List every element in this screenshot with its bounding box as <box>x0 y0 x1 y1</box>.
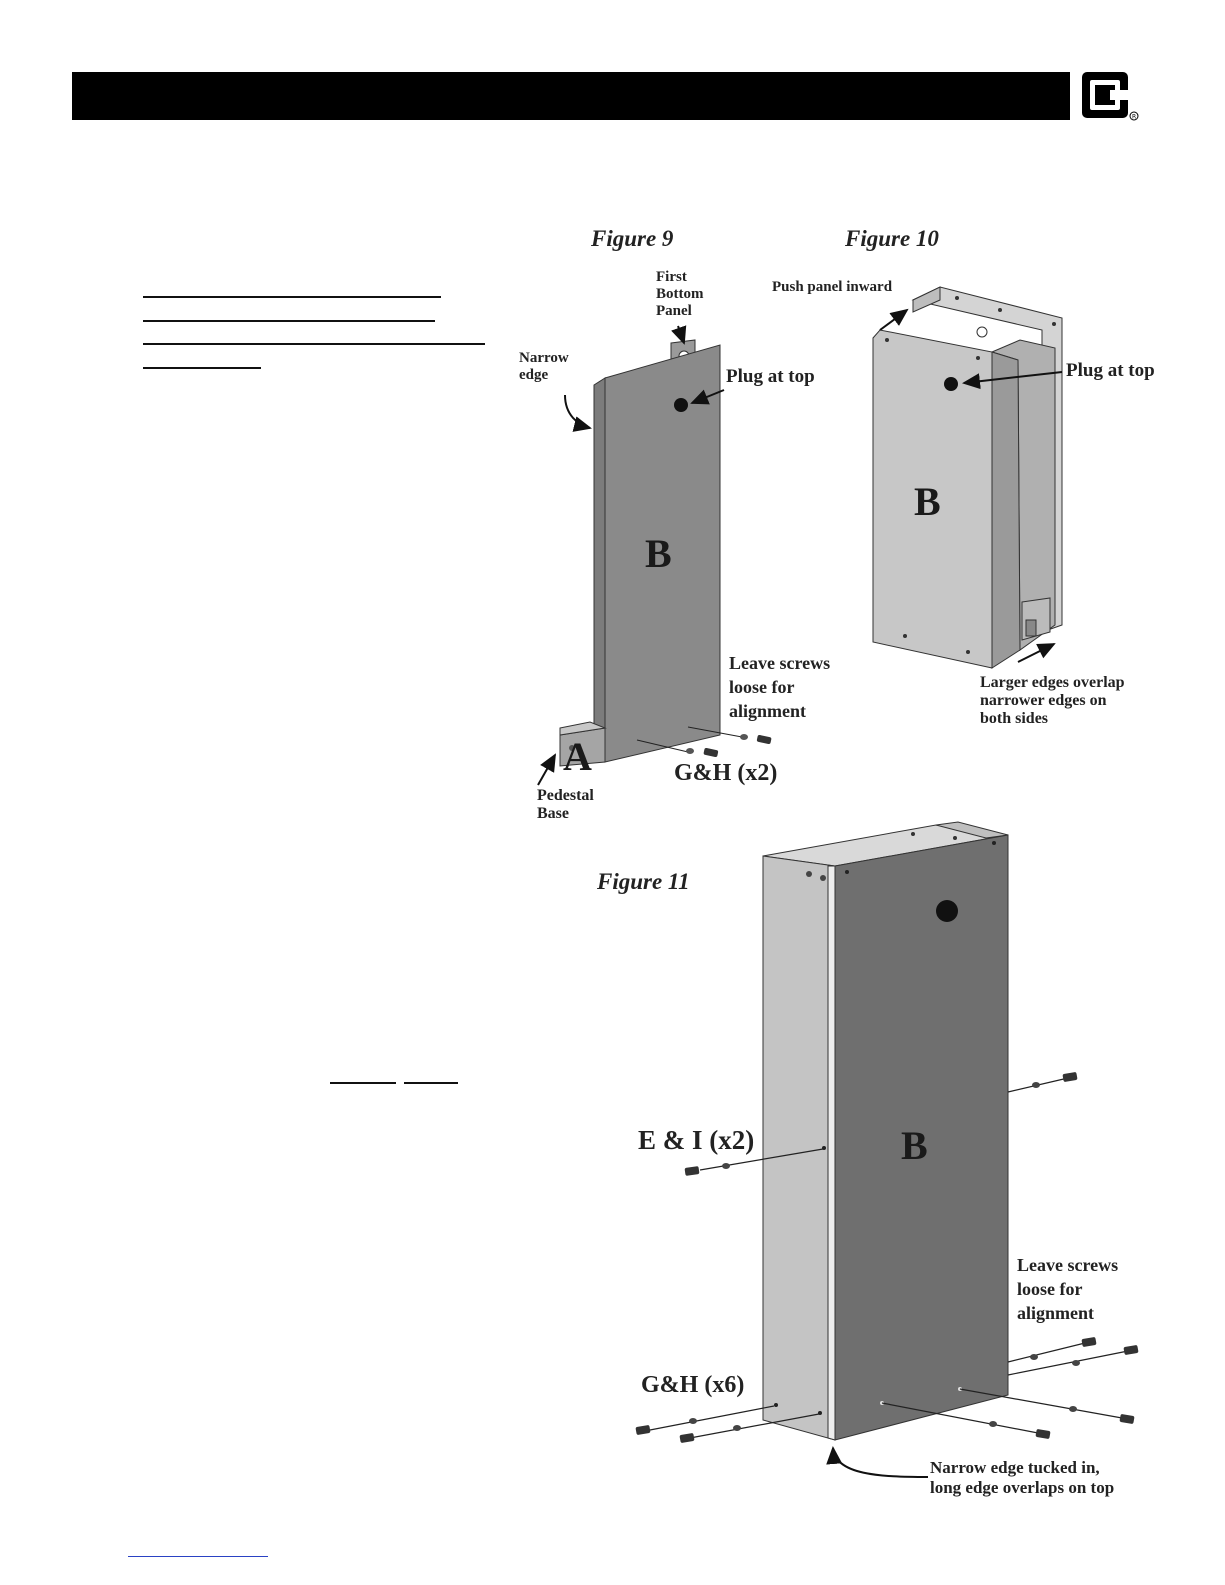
figure-11-drawing <box>635 821 1139 1478</box>
text-rule-4 <box>143 367 261 369</box>
fig11-leave-screws-label: Leave screws loose for alignment <box>1017 1255 1119 1323</box>
company-logo-icon: R <box>1082 72 1139 121</box>
fig10-push-panel-label: Push panel inward <box>772 279 893 295</box>
figure-11-title: Figure 11 <box>597 869 690 894</box>
fig11-gh-screws-label: G&H (x6) <box>641 1372 745 1398</box>
svg-text:R: R <box>1132 114 1136 121</box>
fig9-plug-label: Plug at top <box>726 366 815 387</box>
figure-9-title: Figure 9 <box>591 226 674 251</box>
fig9-leave-screws-label: Leave screws loose for alignment <box>729 653 831 721</box>
text-rule-5 <box>330 1082 396 1084</box>
header-bar <box>72 72 1070 120</box>
footer-link[interactable] <box>128 1556 268 1557</box>
fig11-ei-screws-label: E & I (x2) <box>638 1125 755 1155</box>
fig9-base-letter: A <box>563 734 592 779</box>
fig10-larger-edges-label: Larger edges overlap narrower edges on b… <box>980 674 1125 727</box>
text-rule-1 <box>143 296 441 298</box>
fig9-narrow-edge-label: Narrow edge <box>519 350 569 383</box>
fig9-screws-label: G&H (x2) <box>674 760 778 786</box>
fig9-panel-letter: B <box>645 531 672 576</box>
figure-10-drawing <box>872 286 1063 669</box>
fig11-narrow-edge-label: Narrow edge tucked in, long edge overlap… <box>930 1458 1115 1498</box>
figure-10-title: Figure 10 <box>845 226 939 251</box>
figure-9-drawing <box>537 325 772 786</box>
fig11-panel-letter: B <box>901 1123 928 1168</box>
fig10-plug-label: Plug at top <box>1066 360 1155 381</box>
fig9-pedestal-base-label: Pedestal Base <box>537 787 594 822</box>
fig10-panel-letter: B <box>914 479 941 524</box>
fig9-first-bottom-panel-label: First Bottom Panel <box>656 269 704 319</box>
text-rule-3 <box>143 343 485 345</box>
text-rule-6 <box>404 1082 458 1084</box>
text-rule-2 <box>143 320 435 322</box>
